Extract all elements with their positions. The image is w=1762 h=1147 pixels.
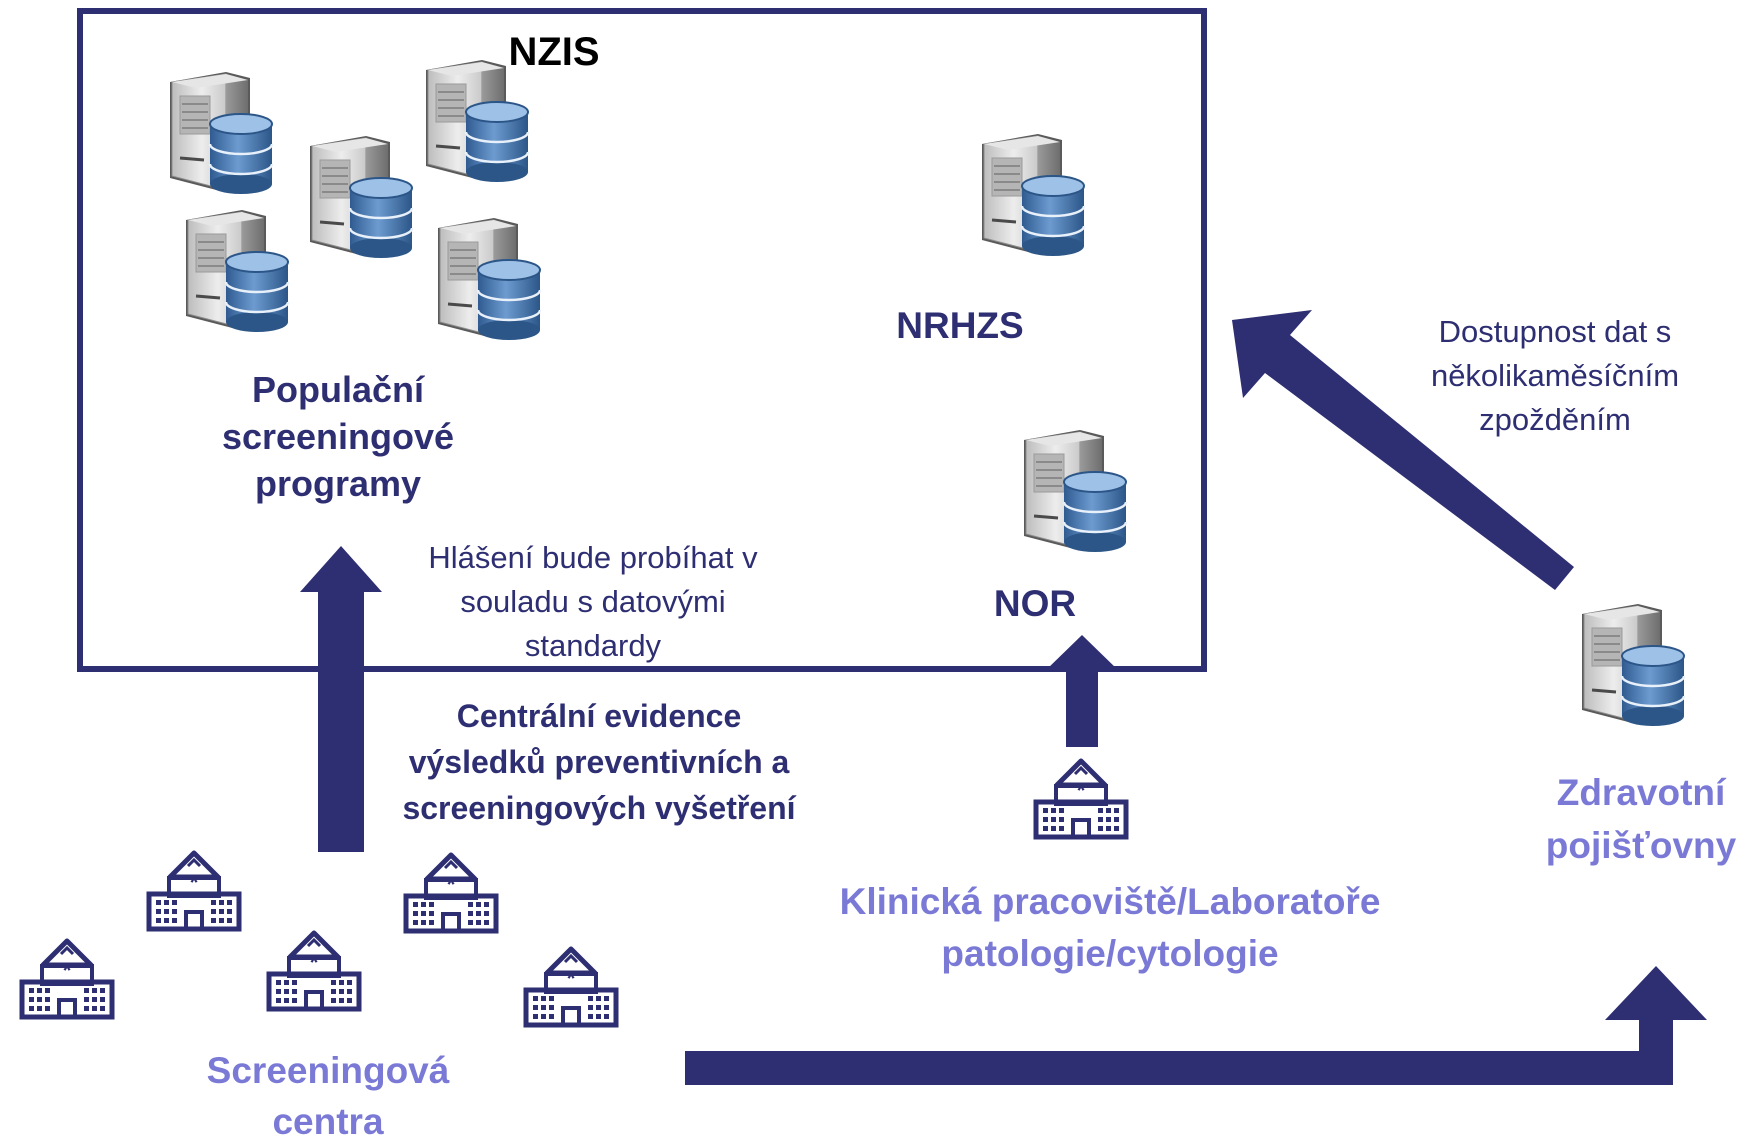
label-line: Populační [251,369,425,410]
nrhzs-label: NRHZS [896,305,1024,346]
note-line: standardy [524,628,662,663]
nzis-title: NZIS [508,30,600,74]
screening-centers-label: Screeningová centra [170,1045,486,1147]
up-arrow-nor [1045,635,1119,747]
label-line: Zdravotní [1556,772,1726,813]
reporting-note: Hlášení bude probíhat v souladu s datový… [383,536,803,668]
hospital-building-icon [1036,761,1126,837]
server-database-icon [184,208,290,334]
server-database-icon [436,216,542,342]
hospital-building-icon [149,853,239,929]
note-line: zpožděním [1479,402,1631,437]
server-database-icon [980,132,1086,258]
label-line: centra [272,1101,384,1142]
clinical-label: Klinická pracoviště/Laboratoře patologie… [780,876,1440,980]
server-database-icon [424,58,530,184]
insurers-label: Zdravotní pojišťovny [1520,766,1762,872]
up-arrow-screening [300,546,382,852]
note-line: Hlášení bude probíhat v [428,540,758,575]
note-line: souladu s datovými [460,584,726,619]
note-line: Dostupnost dat s [1438,314,1672,349]
label-line: Klinická pracoviště/Laboratoře [839,881,1381,922]
hospital-building-icon [406,855,496,931]
label-line: Screeningová [206,1050,450,1091]
screening-programs-label: Populační screeningové programy [188,366,488,507]
note-line: několikaměsíčním [1430,358,1680,393]
label-line: programy [254,463,422,504]
server-database-icon [308,134,414,260]
diagonal-arrow-to-nzis [1232,310,1574,590]
label-line: pojišťovny [1545,825,1737,866]
server-database-icon [1580,602,1686,728]
central-evidence-label: Centrální evidence výsledků preventivníc… [364,693,834,831]
server-database-icon [1022,428,1128,554]
nzis-frame [77,8,1207,672]
availability-note: Dostupnost dat s několikaměsíčním zpoždě… [1395,310,1715,442]
label-line: výsledků preventivních a [408,744,790,780]
label-line: screeningové [221,416,455,457]
hospital-building-icon [526,949,616,1025]
bent-arrow-to-insurers [685,966,1707,1085]
label-line: screeningových vyšetření [402,790,796,826]
hospital-building-icon [269,933,359,1009]
server-database-icon [168,70,274,196]
nor-label: NOR [993,583,1077,624]
hospital-building-icon [22,941,112,1017]
label-line: Centrální evidence [456,698,742,734]
label-line: patologie/cytologie [941,933,1279,974]
